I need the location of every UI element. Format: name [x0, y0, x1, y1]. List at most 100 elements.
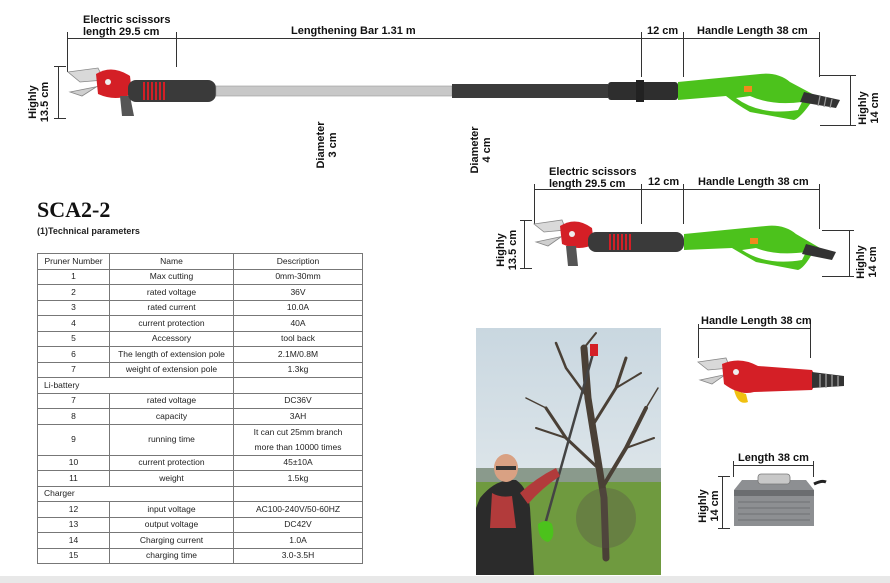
- section-label: Li-battery: [37, 377, 110, 394]
- dim-line: Diameter: [469, 126, 481, 174]
- section-label: Charger: [37, 485, 110, 502]
- tick: [813, 461, 814, 477]
- short-pruner-illustration: [533, 219, 836, 270]
- row-description: DC42V: [233, 516, 363, 533]
- empty-cell: [109, 377, 234, 394]
- tick: [683, 184, 684, 224]
- row-description: 45±10A: [233, 454, 363, 471]
- row-name: Charging current: [109, 532, 234, 549]
- row-description: 3.0-3.5H: [233, 547, 363, 564]
- row-description: 0mm-30mm: [233, 268, 363, 285]
- row-number: 10: [37, 454, 110, 471]
- dim-line: Highly: [495, 233, 507, 267]
- tick: [718, 476, 730, 477]
- mid-handle-length-label: Handle Length 38 cm: [698, 176, 809, 188]
- dim-line: length 29.5 cm: [83, 26, 160, 38]
- dim-line: Highly: [27, 85, 39, 119]
- man-pruning-tree-photo: [476, 328, 661, 575]
- dim-line: 13.5 cm: [507, 229, 519, 271]
- table-header-cell: Name: [109, 253, 234, 270]
- row-name: rated current: [109, 299, 234, 316]
- table-header-cell: Description: [233, 253, 363, 270]
- charger-illustration: [734, 473, 827, 526]
- row-name: output voltage: [109, 516, 234, 533]
- tick: [520, 268, 532, 269]
- row-description: 2.1M/0.8M: [233, 346, 363, 363]
- row-description: tool back: [233, 330, 363, 347]
- row-name: weight of extension pole: [109, 361, 234, 378]
- row-description: 10.0A: [233, 299, 363, 316]
- row-name: The length of extension pole: [109, 346, 234, 363]
- row-number: 14: [37, 532, 110, 549]
- row-number: 1: [37, 268, 110, 285]
- dimension-line: [698, 328, 810, 329]
- table-header-row: Pruner Number Name Description: [37, 253, 363, 270]
- tick: [810, 324, 811, 358]
- row-number: 13: [37, 516, 110, 533]
- row-name: Accessory: [109, 330, 234, 347]
- tick: [819, 32, 820, 77]
- tick: [850, 75, 851, 125]
- tick: [820, 75, 856, 76]
- row-description: 1.3kg: [233, 361, 363, 378]
- dim-line: length 29.5 cm: [549, 178, 626, 190]
- dim-line: Electric scissors: [83, 14, 171, 26]
- row-name: charging time: [109, 547, 234, 564]
- row-name: rated voltage: [109, 284, 234, 301]
- table-header-cell: Pruner Number: [37, 253, 110, 270]
- empty-cell: [233, 485, 363, 502]
- tick: [733, 461, 734, 477]
- tick: [698, 324, 699, 358]
- tick: [524, 220, 525, 268]
- pole-pruner-illustration: [67, 67, 840, 120]
- model-title: SCA2-2: [37, 197, 111, 222]
- mid-dimension-line: [534, 189, 820, 190]
- row-description: DC36V: [233, 392, 363, 409]
- tick: [67, 32, 68, 72]
- tick: [683, 32, 684, 77]
- tick: [520, 220, 532, 221]
- row-description: 1.0A: [233, 532, 363, 549]
- dim-line: 14 cm: [867, 246, 879, 278]
- row-description: 1.5kg: [233, 470, 363, 487]
- top-handle-length-label: Handle Length 38 cm: [697, 25, 808, 37]
- dim-line: Electric scissors: [549, 166, 637, 178]
- row-description: AC100-240V/50-60HZ: [233, 501, 363, 518]
- row-number: 11: [37, 470, 110, 487]
- row-name: weight: [109, 470, 234, 487]
- row-number: 6: [37, 346, 110, 363]
- tick: [176, 32, 177, 67]
- row-number: 9: [37, 423, 110, 456]
- dim-line: 14 cm: [869, 92, 881, 124]
- table-section-row: Li-battery: [37, 377, 363, 394]
- tick: [849, 230, 850, 276]
- tick: [534, 184, 535, 224]
- row-name: current protection: [109, 315, 234, 332]
- row-name: Max cutting: [109, 268, 234, 285]
- tick: [822, 276, 854, 277]
- row-description: 3AH: [233, 408, 363, 425]
- dim-line: Highly: [697, 489, 709, 523]
- tick: [718, 528, 730, 529]
- dim-line: 4 cm: [481, 137, 493, 163]
- row-description: 36V: [233, 284, 363, 301]
